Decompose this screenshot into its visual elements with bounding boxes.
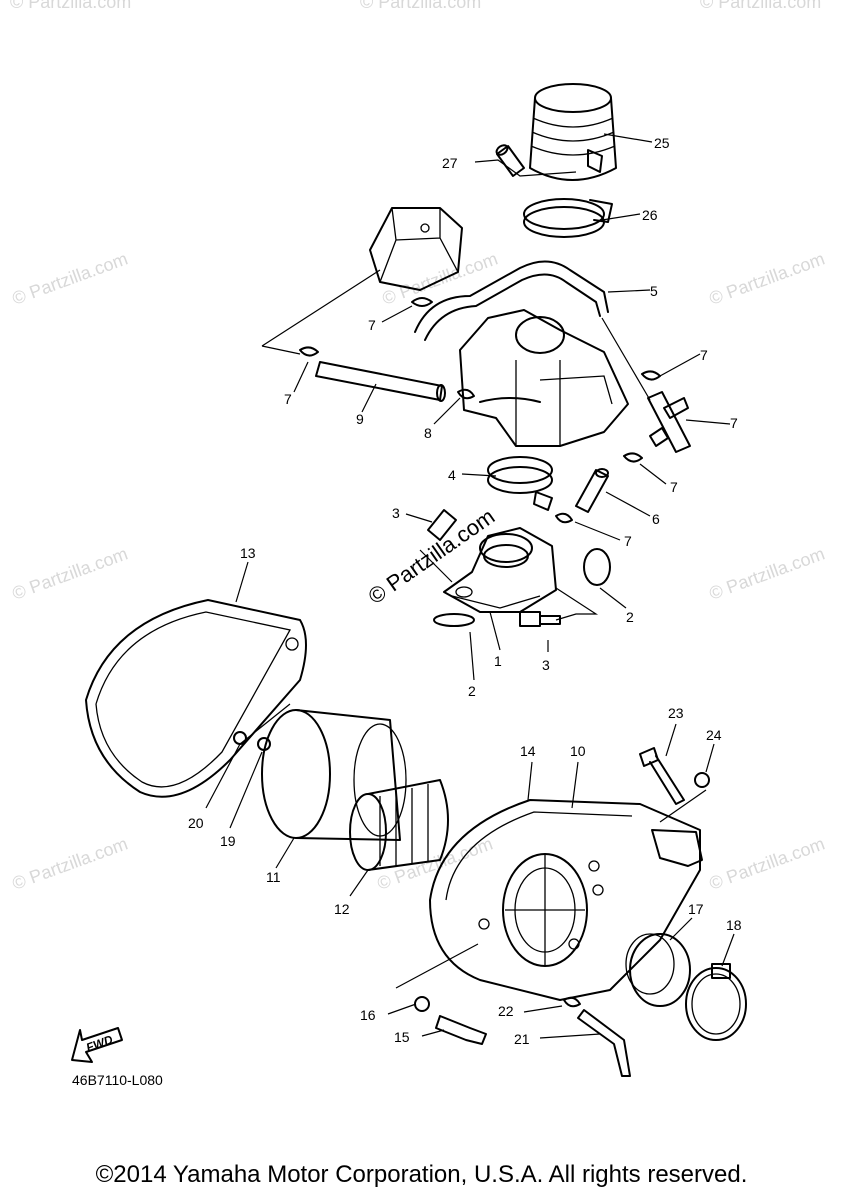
callout-label: 9	[356, 411, 364, 427]
callout-labels: 25 27 26 5 7 7 7 9 7 8 7 4 6 7 3 2 1 3 2…	[188, 135, 742, 1047]
part-22-clip	[563, 996, 581, 1008]
callout-label: 10	[570, 743, 586, 759]
fwd-label: FWD	[84, 1032, 115, 1055]
leader-lines	[205, 133, 735, 1039]
part-5-hose	[414, 260, 609, 333]
callout-label: 15	[394, 1029, 410, 1045]
callout-label: 13	[240, 545, 256, 561]
part-21-hose	[577, 1009, 631, 1077]
part-1-manifold	[443, 527, 557, 613]
watermark: © Partzilla.com	[10, 0, 131, 12]
watermark: © Partzilla.com	[707, 248, 828, 308]
part-5-hose-inner	[424, 273, 601, 341]
watermark: © Partzilla.com	[707, 833, 828, 893]
callout-label: 4	[448, 467, 456, 483]
part-24-washer	[694, 772, 710, 788]
callout-label: 5	[650, 283, 658, 299]
copyright-notice: ©2014 Yamaha Motor Corporation, U.S.A. A…	[95, 1161, 748, 1188]
part-6-hose	[575, 468, 609, 513]
drawing-code: 46B7110-L080	[72, 1072, 163, 1088]
callout-label: 23	[668, 705, 684, 721]
callout-label: 25	[654, 135, 670, 151]
callout-label: 14	[520, 743, 536, 759]
part-7-clips	[299, 297, 661, 524]
callout-label: 7	[670, 479, 678, 495]
callout-label: 2	[626, 609, 634, 625]
part-27-tube	[495, 144, 525, 177]
callout-label: 8	[424, 425, 432, 441]
part-2-oring-left	[433, 613, 475, 627]
callout-label: 17	[688, 901, 704, 917]
part-15-bolt	[435, 1015, 487, 1045]
fwd-arrow-icon: FWD	[71, 1027, 123, 1063]
part-9-hose	[315, 361, 446, 402]
callout-label: 19	[220, 833, 236, 849]
watermark: © Partzilla.com	[700, 0, 821, 12]
callout-label: 26	[642, 207, 658, 223]
watermark: © Partzilla.com	[10, 248, 131, 308]
callout-label: 2	[468, 683, 476, 699]
part-25-intake-boot	[529, 83, 617, 181]
part-17-joint	[625, 933, 691, 1007]
watermark: © Partzilla.com	[707, 543, 828, 603]
part-20-nut	[233, 731, 247, 745]
part-13-air-cleaner-cover	[85, 599, 307, 798]
part-18-clamp	[685, 963, 747, 1041]
callout-label: 18	[726, 917, 742, 933]
watermark: © Partzilla.com	[360, 0, 481, 12]
watermark: © Partzilla.com	[10, 543, 131, 603]
callout-label: 7	[368, 317, 376, 333]
part-16-washer	[414, 996, 430, 1012]
callout-label: 24	[706, 727, 722, 743]
bracket-box	[369, 207, 463, 291]
part-3-bolts	[427, 509, 561, 627]
part-4-clamp	[487, 456, 553, 511]
callout-label: 7	[700, 347, 708, 363]
part-10-air-cleaner-case	[429, 799, 703, 1001]
callout-label: 22	[498, 1003, 514, 1019]
callout-label: 3	[392, 505, 400, 521]
watermark-layer: © Partzilla.com © Partzilla.com © Partzi…	[10, 0, 828, 894]
part-2-oring-right	[583, 548, 611, 586]
part-11-filter-element	[261, 709, 407, 841]
callout-label: 7	[284, 391, 292, 407]
callout-label: 27	[442, 155, 458, 171]
part-8-t-joint	[647, 391, 691, 453]
watermark: © Partzilla.com	[380, 248, 501, 308]
callout-label: 7	[624, 533, 632, 549]
watermark: © Partzilla.com	[10, 833, 131, 893]
callout-label: 7	[730, 415, 738, 431]
callout-label: 6	[652, 511, 660, 527]
part-26-clamp	[523, 198, 613, 238]
callout-label: 16	[360, 1007, 376, 1023]
callout-label: 1	[494, 653, 502, 669]
callout-label: 11	[266, 869, 281, 885]
callout-label: 12	[334, 901, 350, 917]
part-12-filter-cage	[349, 779, 449, 871]
carburetor-body	[459, 309, 629, 447]
callout-label: 20	[188, 815, 204, 831]
part-23-bolt	[639, 747, 685, 805]
callout-label: 21	[514, 1031, 530, 1047]
callout-label: 3	[542, 657, 550, 673]
